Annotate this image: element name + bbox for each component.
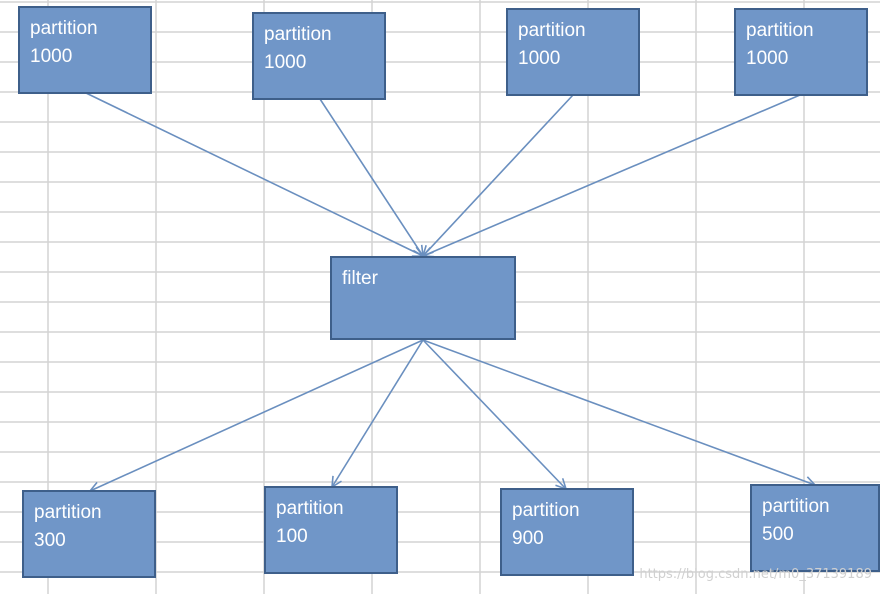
partition-label: partition xyxy=(518,20,586,41)
partition-label: partition xyxy=(512,500,580,521)
partition-label: partition xyxy=(276,498,344,519)
partition-box-bottom-2: partition 100 xyxy=(264,486,398,574)
partition-value: 1000 xyxy=(746,48,789,69)
partition-label: partition xyxy=(30,18,98,39)
arrow-filter-to-bottom-1 xyxy=(90,339,424,491)
partition-value: 500 xyxy=(762,524,794,545)
partition-box-bottom-1: partition 300 xyxy=(22,490,156,578)
partition-box-top-3: partition 1000 xyxy=(506,8,640,96)
arrow-top-4-to-filter xyxy=(423,94,801,256)
partition-box-top-4: partition 1000 xyxy=(734,8,868,96)
partition-box-top-1: partition 1000 xyxy=(18,6,152,94)
arrow-filter-to-bottom-4 xyxy=(422,339,815,485)
arrow-top-2-to-filter xyxy=(319,98,423,256)
partition-box-bottom-4: partition 500 xyxy=(750,484,880,572)
arrow-top-1-to-filter xyxy=(85,92,423,256)
partition-value: 900 xyxy=(512,528,544,549)
arrow-filter-to-bottom-3 xyxy=(422,339,566,489)
watermark-text: https://blog.csdn.net/m0_37139189 xyxy=(639,567,872,582)
partition-label: partition xyxy=(34,502,102,523)
arrow-filter-to-bottom-2 xyxy=(332,339,424,487)
arrow-top-3-to-filter xyxy=(423,94,574,256)
partition-value: 1000 xyxy=(30,46,73,67)
partition-box-top-2: partition 1000 xyxy=(252,12,386,100)
partition-value: 300 xyxy=(34,530,66,551)
filter-label: filter xyxy=(342,268,378,289)
filter-box: filter xyxy=(330,256,516,340)
partition-value: 1000 xyxy=(518,48,561,69)
partition-label: partition xyxy=(264,24,332,45)
partition-value: 1000 xyxy=(264,52,307,73)
partition-label: partition xyxy=(762,496,830,517)
partition-value: 100 xyxy=(276,526,308,547)
partition-label: partition xyxy=(746,20,814,41)
partition-box-bottom-3: partition 900 xyxy=(500,488,634,576)
